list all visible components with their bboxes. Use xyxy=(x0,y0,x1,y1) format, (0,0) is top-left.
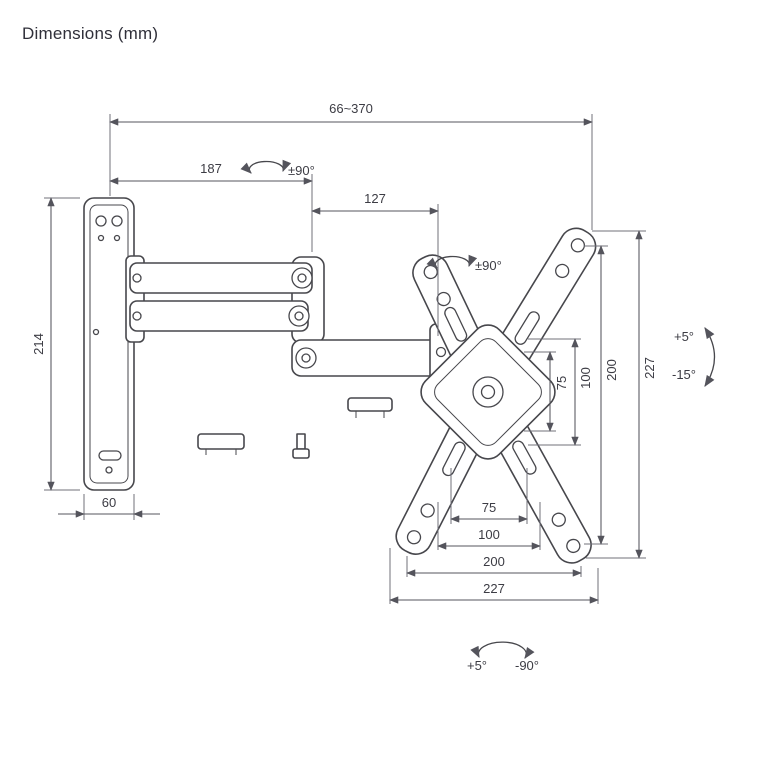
label-depth-range: 66~370 xyxy=(329,101,373,116)
label-swivel-plate: ±90° xyxy=(475,258,502,273)
label-swivel-arm: ±90° xyxy=(288,163,315,178)
label-tilt-down: -15° xyxy=(672,367,696,382)
extension-lines xyxy=(44,114,646,604)
cable-clip-front xyxy=(347,397,393,412)
label-vesa-vertical-200: 200 xyxy=(604,359,619,381)
vesa-plate xyxy=(395,227,597,564)
bolt-shaft xyxy=(296,433,306,450)
diagram-title: Dimensions (mm) xyxy=(22,24,159,43)
dimension-labels: 66~370 187 ±90° 127 ±90° 214 60 75 100 2… xyxy=(31,101,696,673)
label-rotation-minus: -90° xyxy=(515,658,539,673)
upper-arm xyxy=(129,262,313,294)
cable-clip-rear xyxy=(197,433,245,450)
swivel-plate-arrow xyxy=(426,254,478,269)
tilt-hinge xyxy=(435,346,447,358)
wall-plate-slot xyxy=(98,450,122,461)
label-wall-plate-height: 214 xyxy=(31,333,46,355)
bolt-head xyxy=(292,448,310,459)
label-tilt-up: +5° xyxy=(674,329,694,344)
label-vesa-vertical-100: 100 xyxy=(578,367,593,389)
label-vesa-horizontal-75: 75 xyxy=(482,500,496,515)
label-plate-width-227: 227 xyxy=(483,581,505,596)
tilt-arrow xyxy=(704,327,716,387)
articulating-arms xyxy=(125,255,453,459)
wall-plate xyxy=(83,197,135,491)
label-vesa-vertical-75: 75 xyxy=(554,376,569,390)
motion-arrows xyxy=(240,159,716,659)
vesa-arm-top-right xyxy=(487,227,597,381)
label-vesa-horizontal-200: 200 xyxy=(483,554,505,569)
label-wall-plate-width: 60 xyxy=(102,495,116,510)
rotation-arrow xyxy=(470,641,535,659)
swivel-arm-arrow xyxy=(240,159,292,174)
lower-arm xyxy=(129,300,309,332)
label-arm-section-2: 127 xyxy=(364,191,386,206)
label-rotation-plus: +5° xyxy=(467,658,487,673)
dimension-lines xyxy=(47,118,643,604)
label-plate-height-227: 227 xyxy=(642,357,657,379)
label-arm-section-1: 187 xyxy=(200,161,222,176)
label-vesa-horizontal-100: 100 xyxy=(478,527,500,542)
